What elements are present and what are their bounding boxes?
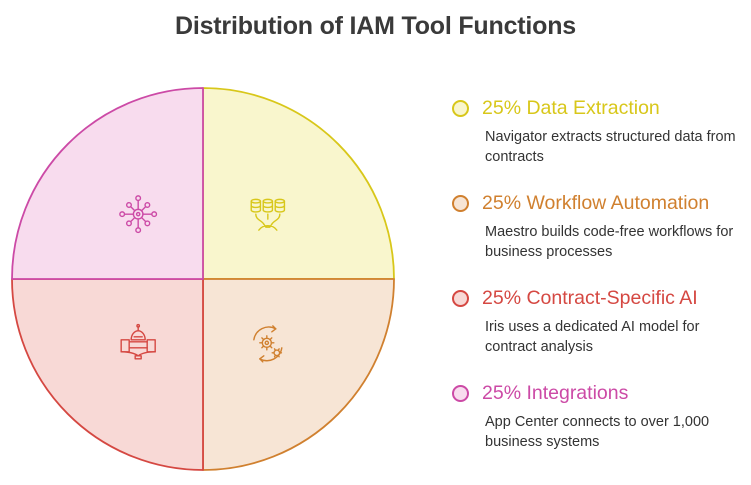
legend-description: App Center connects to over 1,000 busine… xyxy=(485,414,710,450)
legend-label: 25% Workflow Automation xyxy=(482,191,710,214)
chart-title: Distribution of IAM Tool Functions xyxy=(174,12,576,40)
legend-swatch xyxy=(452,289,469,307)
database-extraction-icon xyxy=(250,198,286,231)
legend-description: Maestro builds code-free workflows for b… xyxy=(485,224,734,260)
legend-item-header: 25% Integrations xyxy=(452,379,747,407)
robot-book-icon xyxy=(120,323,156,360)
legend-label: 25% Data Extraction xyxy=(482,96,660,119)
legend-swatch xyxy=(452,99,469,117)
legend-swatch xyxy=(452,384,469,402)
legend-item-contract-specific-ai: 25% Contract-Specific AI Iris uses a dedi… xyxy=(452,284,747,357)
legend-description: Iris uses a dedicated AI model for contr… xyxy=(485,319,700,355)
pie-slices xyxy=(11,87,395,471)
legend-swatch xyxy=(452,194,469,212)
pie-slice-integrations xyxy=(11,87,204,280)
legend-item-header: 25% Workflow Automation xyxy=(452,189,747,217)
gears-cycle-icon xyxy=(253,325,283,363)
pie-slice-data-extraction xyxy=(202,87,395,280)
legend-label: 25% Contract-Specific AI xyxy=(482,286,698,309)
legend-label: 25% Integrations xyxy=(482,381,629,404)
pie-slice-workflow-automation xyxy=(202,278,395,471)
legend-item-header: 25% Contract-Specific AI xyxy=(452,284,747,312)
pie-slice-contract-specific-ai xyxy=(11,278,204,471)
legend-description: Navigator extracts structured data from … xyxy=(485,129,736,165)
network-hub-icon xyxy=(119,195,158,234)
legend-item-header: 25% Data Extraction xyxy=(452,94,747,122)
